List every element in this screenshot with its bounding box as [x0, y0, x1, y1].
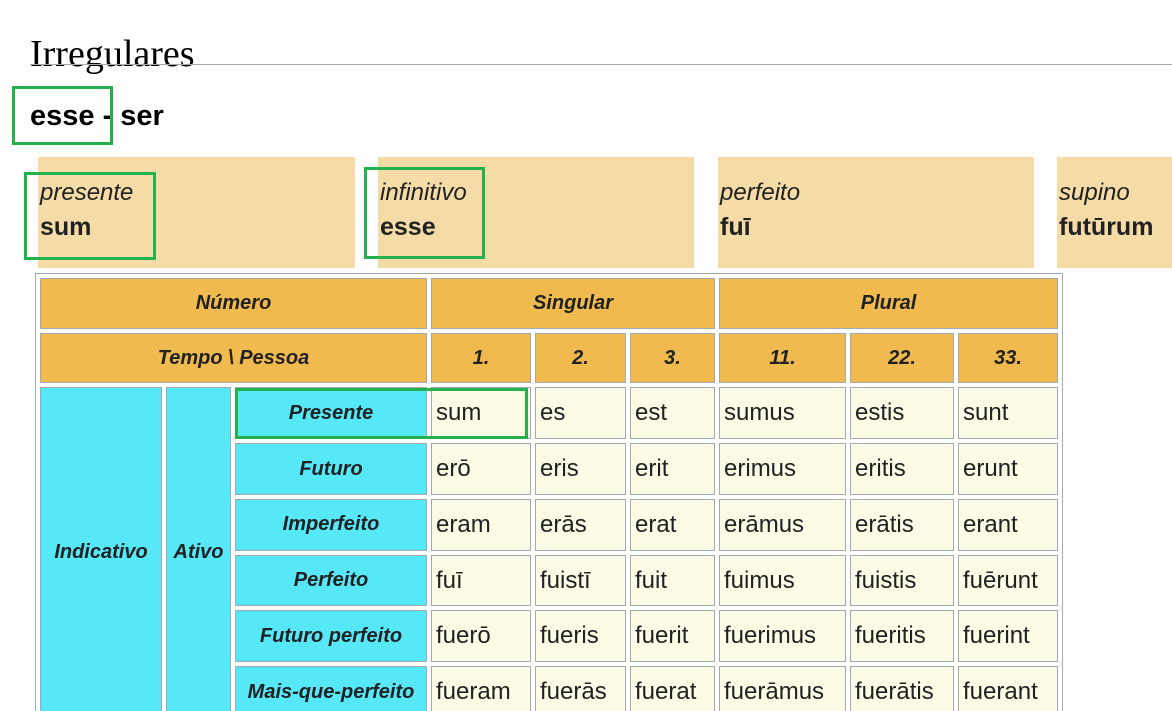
header-row-numero: Número Singular Plural [40, 278, 1059, 329]
form-cell: eram [431, 498, 532, 551]
header-singular: Singular [431, 278, 716, 329]
header-numero: Número [40, 278, 428, 329]
header-row-pessoa: Tempo \ Pessoa 1. 2. 3. 11. 22. 33. [40, 332, 1059, 384]
form-cell: fueritis [850, 610, 955, 663]
header-tempo-pessoa: Tempo \ Pessoa [40, 332, 428, 384]
tense-cell: Imperfeito [235, 498, 428, 551]
form-cell: fuistis [850, 554, 955, 607]
table-row-futuro: Futuro erō eris erit erimus eritis erunt [40, 443, 1059, 495]
form-cell: erō [431, 443, 532, 495]
table-row-perfeito: Perfeito fuī fuistī fuit fuimus fuistis … [40, 554, 1059, 607]
form-cell: fueram [431, 666, 532, 711]
form-cell: est [630, 387, 716, 440]
tense-cell: Presente [235, 387, 428, 440]
form-cell: eritis [850, 443, 955, 495]
principal-part-value: esse [380, 213, 436, 241]
form-cell: fuimus [719, 554, 847, 607]
form-cell: sumus [719, 387, 847, 440]
form-cell: fuerātis [850, 666, 955, 711]
verb-infinitive: esse [30, 100, 95, 132]
principal-part-label: perfeito [720, 179, 801, 206]
header-person: 3. [630, 332, 716, 384]
header-person: 2. [535, 332, 627, 384]
conjugation-table: Número Singular Plural Tempo \ Pessoa 1.… [35, 273, 1064, 711]
header-person: 1. [431, 332, 532, 384]
form-cell: fuerās [535, 666, 627, 711]
form-cell: fuerint [958, 610, 1059, 663]
form-cell: erāmus [719, 498, 847, 551]
page-title: Irregulares [30, 33, 195, 76]
form-cell: erant [958, 498, 1059, 551]
table-row-imperfeito: Imperfeito eram erās erat erāmus erātis … [40, 498, 1059, 551]
form-cell: fuerit [630, 610, 716, 663]
form-cell: fuistī [535, 554, 627, 607]
principal-part-supino: supino futūrum [1057, 157, 1172, 268]
voice-cell: Ativo [166, 387, 231, 711]
verb-translation-separator: - [94, 100, 121, 132]
form-cell: fuerant [958, 666, 1059, 711]
principal-part-label: supino [1059, 179, 1130, 206]
form-cell: erās [535, 498, 627, 551]
form-cell: es [535, 387, 627, 440]
table-row-mais-que-perfeito: Mais-que-perfeito fueram fuerās fuerat f… [40, 666, 1059, 711]
form-cell: fuerat [630, 666, 716, 711]
form-cell: erunt [958, 443, 1059, 495]
form-cell: fueris [535, 610, 627, 663]
principal-part-infinitivo: infinitivo esse [378, 157, 694, 268]
principal-part-value: fuī [720, 213, 751, 241]
title-divider [30, 64, 1172, 65]
header-person: 22. [850, 332, 955, 384]
form-cell: erit [630, 443, 716, 495]
tense-cell: Futuro perfeito [235, 610, 428, 663]
header-person: 33. [958, 332, 1059, 384]
principal-part-label: infinitivo [380, 179, 467, 206]
table-row-futuro-perfeito: Futuro perfeito fuerō fueris fuerit fuer… [40, 610, 1059, 663]
form-cell: estis [850, 387, 955, 440]
principal-part-value: futūrum [1059, 213, 1154, 241]
verb-translation: ser [120, 100, 164, 132]
principal-part-perfeito: perfeito fuī [718, 157, 1034, 268]
header-person: 11. [719, 332, 847, 384]
form-cell: sunt [958, 387, 1059, 440]
form-cell: fuī [431, 554, 532, 607]
form-cell: fuerāmus [719, 666, 847, 711]
form-cell: fuērunt [958, 554, 1059, 607]
form-cell: sum [431, 387, 532, 440]
principal-part-label: presente [40, 179, 134, 206]
mood-cell: Indicativo [40, 387, 162, 711]
tense-cell: Perfeito [235, 554, 428, 607]
principal-part-presente: presente sum [38, 157, 355, 268]
form-cell: fuerimus [719, 610, 847, 663]
form-cell: eris [535, 443, 627, 495]
form-cell: fuerō [431, 610, 532, 663]
form-cell: erātis [850, 498, 955, 551]
form-cell: fuit [630, 554, 716, 607]
verb-heading: esse - ser [30, 96, 164, 136]
table-row-presente: Indicativo Ativo Presente sum es est sum… [40, 387, 1059, 711]
principal-part-value: sum [40, 213, 92, 241]
form-cell: erat [630, 498, 716, 551]
tense-cell: Futuro [235, 443, 428, 495]
header-plural: Plural [719, 278, 1059, 329]
tense-cell: Mais-que-perfeito [235, 666, 428, 711]
form-cell: erimus [719, 443, 847, 495]
